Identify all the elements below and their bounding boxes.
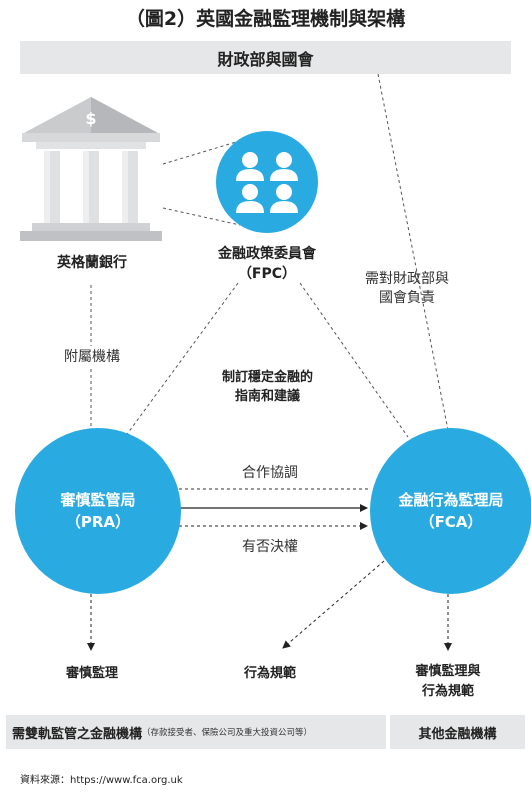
dual-regulated-label: 需雙軌監管之金融機構: [12, 726, 143, 742]
boe-fpc-line-2: [162, 207, 241, 226]
both-line-2: 行為規範: [421, 684, 474, 699]
pra-circle: 審慎監管局 （PRA）: [15, 428, 181, 594]
both-outcome: 審慎監理與 行為規範: [396, 662, 500, 702]
fpc-circle: [216, 131, 318, 233]
fca-abbr: （FCA）: [419, 513, 483, 531]
treasury-parliament-bar: 財政部與國會: [20, 41, 511, 74]
both-line-1: 審慎監理與: [415, 664, 481, 679]
fpc-abbr: （FPC）: [237, 266, 297, 282]
page-title: （圖2）英國金融監理機制與架構: [125, 8, 406, 30]
treasury-label: 財政部與國會: [217, 49, 314, 69]
bank-building-icon: $: [20, 97, 162, 241]
policy-line-2: 指南和建議: [234, 389, 300, 404]
treasury-fca-line: [377, 73, 449, 431]
boe-label: 英格蘭銀行: [57, 255, 127, 271]
fca-name: 金融行為監理局: [398, 491, 504, 509]
fpc-name: 金融政策委員會: [218, 246, 316, 262]
policy-label: 制訂穩定金融的 指南和建議: [205, 368, 330, 406]
fca-circle: 金融行為監理局 （FCA）: [370, 428, 531, 594]
cooperate-label: 合作協調: [242, 465, 298, 481]
affiliate-label: 附屬機構: [52, 346, 132, 366]
accountable-label: 需對財政部與 國會負責: [352, 270, 462, 308]
pra-name: 審慎監管局: [60, 491, 136, 509]
dual-regulated-note: （存款接受者、保險公司及重大投資公司等）: [142, 728, 313, 738]
bank-dollar-sign: $: [85, 109, 96, 128]
source-note: 資料來源：https://www.fca.org.uk: [20, 775, 183, 786]
fpc-pra-line: [124, 282, 239, 438]
pra-abbr: （PRA）: [65, 513, 131, 531]
other-institutions-bar: 其他金融機構: [390, 715, 525, 749]
fpc-fca-line: [299, 282, 409, 438]
prudential-outcome: 審慎監理: [65, 666, 118, 681]
people-group-icon: [236, 152, 298, 213]
accountable-line-2: 國會負責: [379, 290, 435, 306]
fca-conduct-arrow: [282, 560, 385, 649]
accountable-line-1: 需對財政部與: [365, 271, 449, 287]
fpc-label: 金融政策委員會 （FPC）: [195, 244, 339, 284]
conduct-outcome: 行為規範: [243, 666, 296, 681]
dual-regulated-bar: 需雙軌監管之金融機構 （存款接受者、保險公司及重大投資公司等）: [6, 715, 386, 749]
other-institutions-label: 其他金融機構: [418, 726, 497, 742]
veto-label: 有否決權: [242, 539, 298, 555]
policy-line-1: 制訂穩定金融的: [221, 370, 313, 385]
